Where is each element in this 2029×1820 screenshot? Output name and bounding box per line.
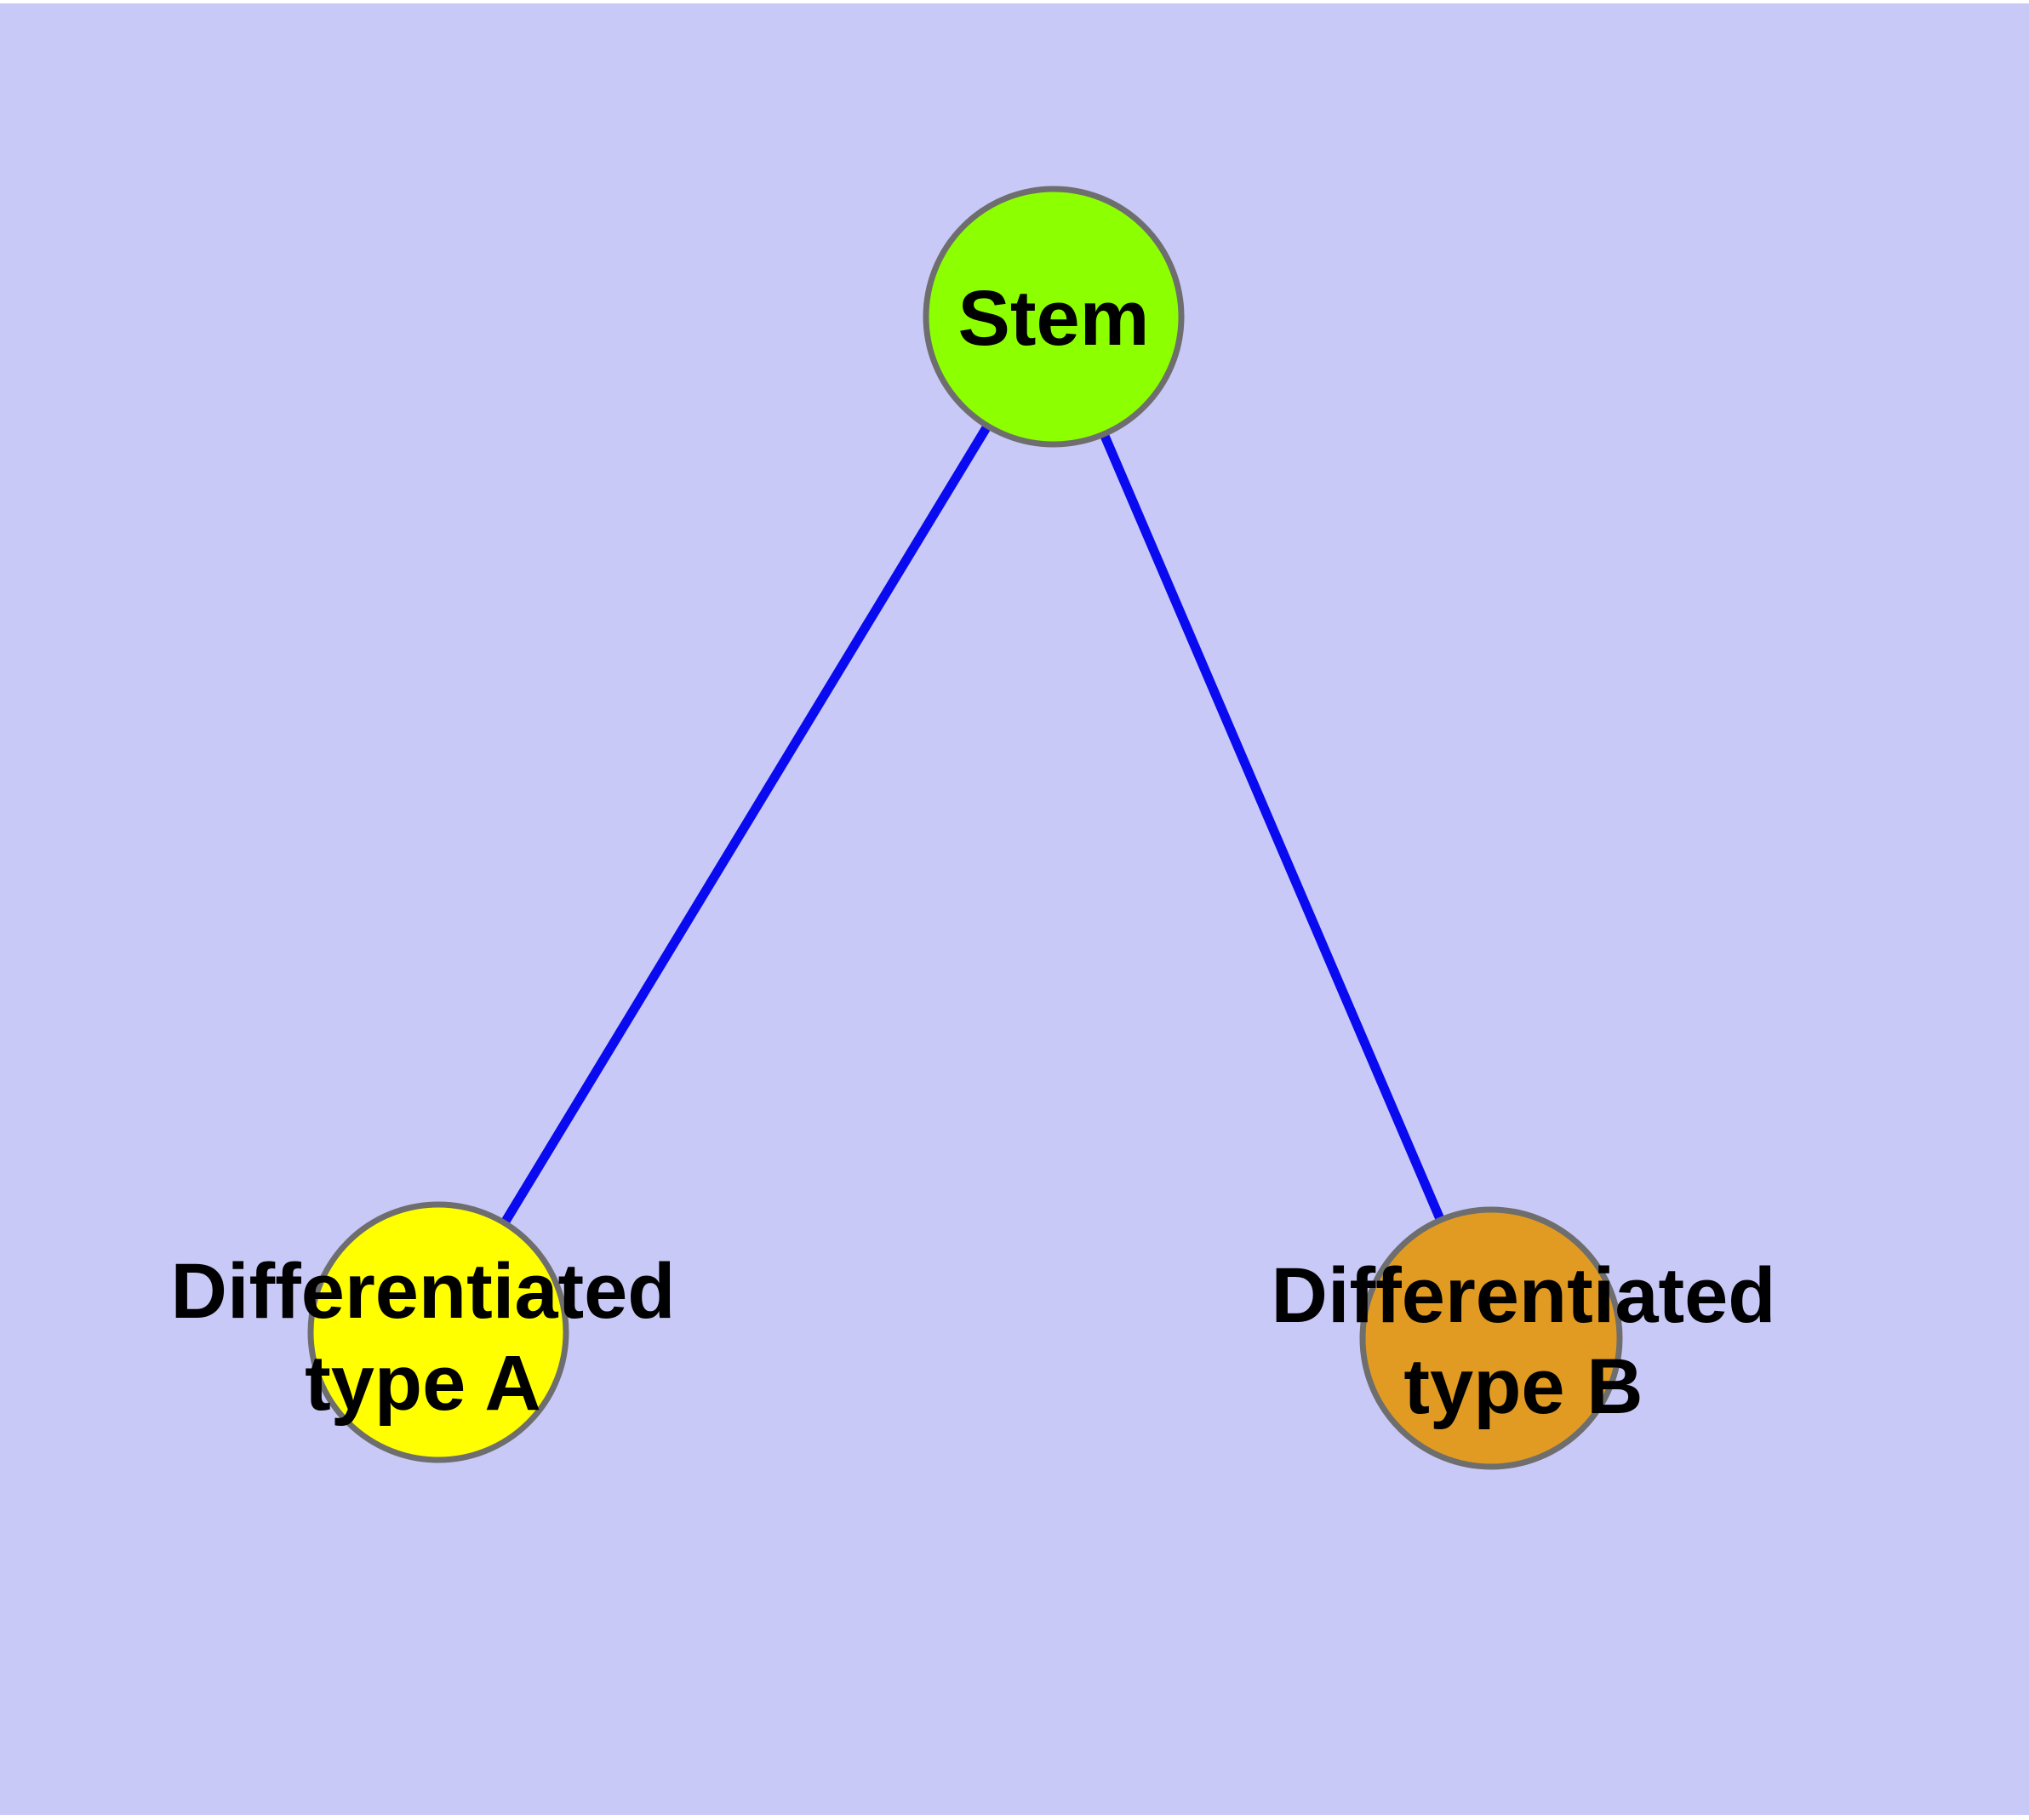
edge-stem-to-type-a <box>434 314 1058 1335</box>
node-type-a-label-line2: type A <box>305 1340 541 1427</box>
node-stem <box>923 186 1185 448</box>
node-type-a-label-line1: Differentiated <box>171 1248 676 1335</box>
node-stem-label: Stem <box>958 275 1150 362</box>
node-differentiated-type-a <box>307 1201 569 1463</box>
node-type-b-label-line1: Differentiated <box>1272 1252 1776 1339</box>
node-type-b-label-line2: type B <box>1403 1343 1643 1430</box>
edge-stem-to-type-b <box>1049 314 1496 1341</box>
node-differentiated-type-b <box>1359 1206 1623 1470</box>
